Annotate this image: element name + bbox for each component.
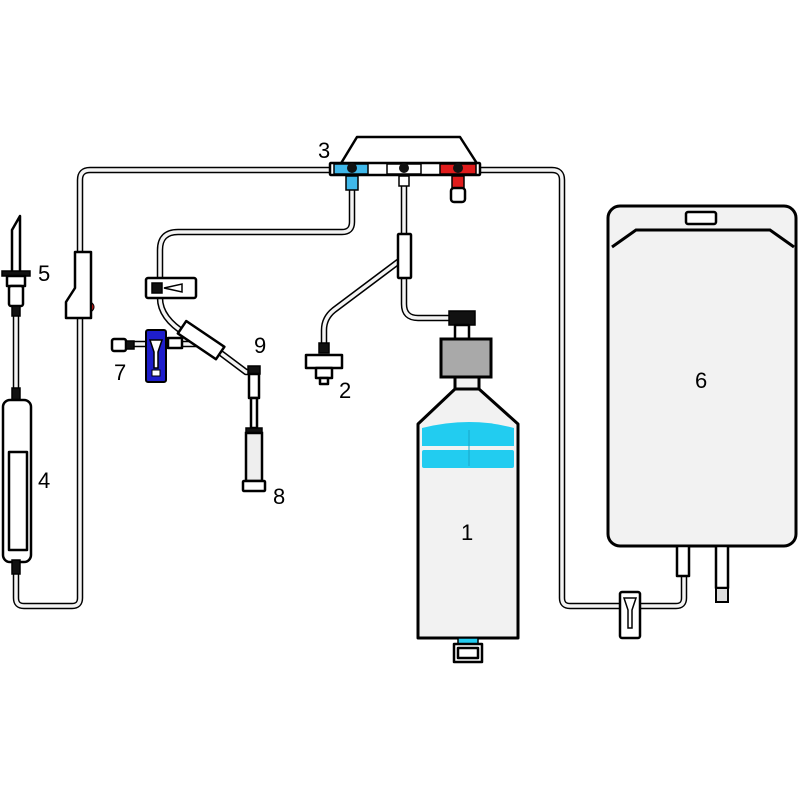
filter xyxy=(304,342,344,386)
syringe xyxy=(241,365,267,493)
roller-clamp xyxy=(144,276,198,300)
bottle xyxy=(416,310,520,664)
y-connector xyxy=(166,319,226,361)
labels: 1 2 3 4 5 6 7 8 9 xyxy=(38,138,707,545)
label-drip-chamber: 4 xyxy=(38,468,50,493)
drip-chamber xyxy=(1,387,33,575)
label-clamp: 7 xyxy=(114,360,126,385)
check-valve xyxy=(64,250,95,320)
spike xyxy=(1,214,31,317)
label-filter: 2 xyxy=(339,378,351,403)
bag xyxy=(606,204,798,603)
manifold xyxy=(328,135,482,204)
label-manifold: 3 xyxy=(318,138,330,163)
label-syringe: 8 xyxy=(273,484,285,509)
bag-luer-connector xyxy=(618,590,642,640)
label-bottle: 1 xyxy=(461,520,473,545)
label-spike: 5 xyxy=(38,261,50,286)
clamp xyxy=(110,329,167,383)
label-y-connector: 9 xyxy=(254,333,266,358)
label-bag: 6 xyxy=(695,368,707,393)
tubing xyxy=(12,166,726,610)
t-junction xyxy=(396,232,413,280)
